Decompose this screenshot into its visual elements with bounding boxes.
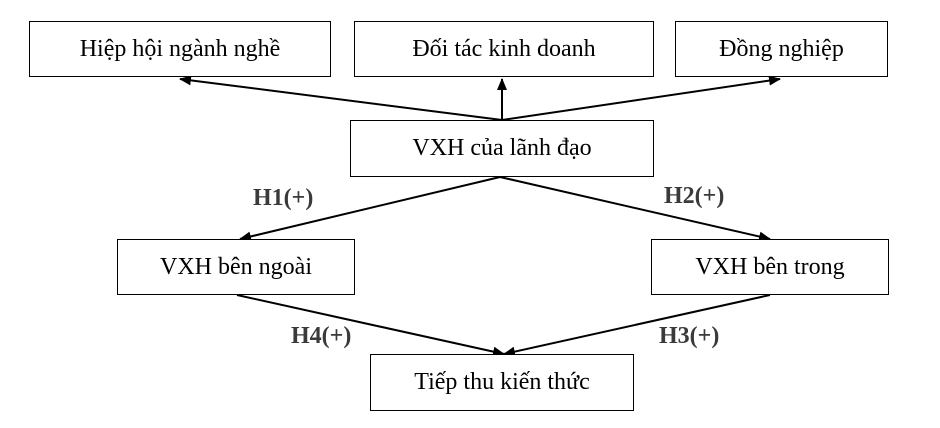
node-hiep-hoi-nganh-nghe: Hiệp hội ngành nghề	[29, 21, 331, 77]
arrow-h1-lanh-dao-to-ben-ngoai	[239, 176, 501, 242]
hypothesis-label-h3: H3(+)	[659, 323, 720, 349]
node-vxh-cua-lanh-dao: VXH của lãnh đạo	[350, 120, 654, 177]
arrow-h2-lanh-dao-to-ben-trong	[499, 176, 771, 242]
node-doi-tac-kinh-doanh: Đối tác kinh doanh	[354, 21, 654, 77]
hypothesis-label-h2: H2(+)	[664, 183, 725, 209]
node-vxh-ben-trong: VXH bên trong	[651, 239, 889, 295]
node-vxh-ben-ngoai: VXH bên ngoài	[117, 239, 355, 295]
arrow-h4-ben-ngoai-to-tiep-thu	[236, 294, 505, 357]
hypothesis-label-h1: H1(+)	[253, 185, 314, 211]
arrow-lanh-dao-to-hiep-hoi	[179, 75, 503, 121]
arrow-lanh-dao-to-dong-nghiep	[501, 75, 781, 121]
hypothesis-label-h4: H4(+)	[291, 323, 352, 349]
arrow-h3-ben-trong-to-tiep-thu	[503, 294, 771, 357]
node-tiep-thu-kien-thuc: Tiếp thu kiến thức	[370, 354, 634, 411]
node-dong-nghiep: Đồng nghiệp	[675, 21, 888, 77]
